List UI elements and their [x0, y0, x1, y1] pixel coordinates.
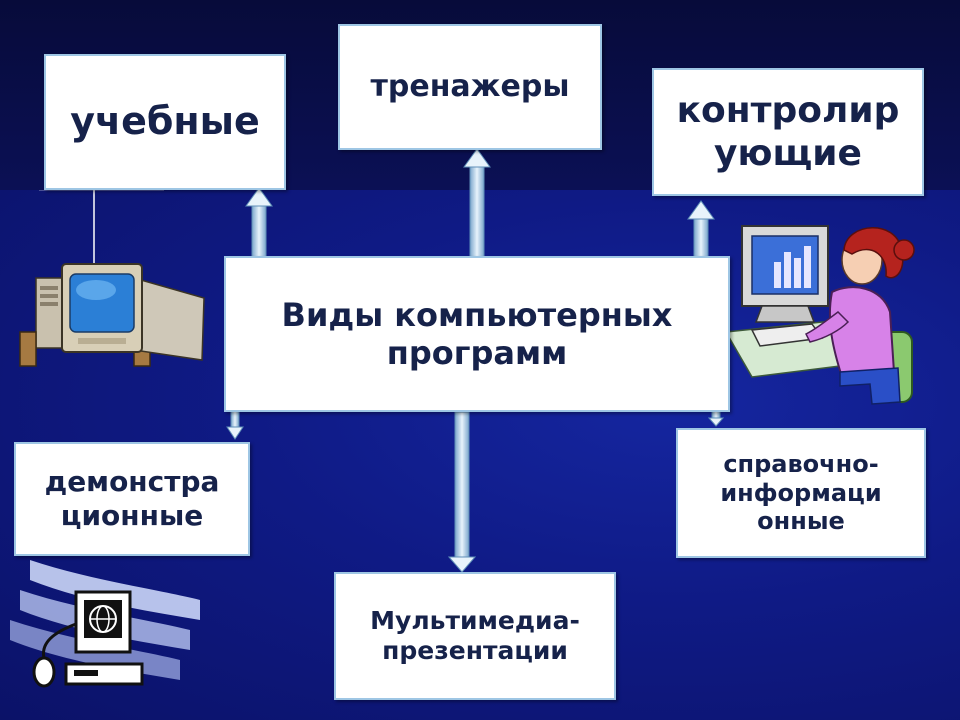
node-trainers: тренажеры — [338, 24, 602, 150]
node-controlling-label: контролир ующие — [676, 89, 900, 174]
person-at-computer-icon — [724, 225, 915, 405]
arrow-to-educational — [245, 187, 273, 258]
node-educational-label: учебные — [70, 99, 260, 144]
node-reference: справочно-информаци онные — [676, 428, 926, 558]
retro-computer-icon — [10, 560, 200, 688]
arrow-to-reference — [707, 409, 725, 427]
node-controlling: контролир ующие — [652, 68, 924, 196]
arrow-to-demonstration — [226, 409, 244, 440]
node-demonstration: демонстра ционные — [14, 442, 250, 556]
node-multimedia-label: Мультимедиа-презентации — [370, 606, 580, 665]
node-center-label: Виды компьютерных программ — [281, 295, 673, 372]
node-demonstration-label: демонстра ционные — [44, 465, 220, 532]
node-center: Виды компьютерных программ — [224, 256, 730, 412]
desktop-computer-icon — [19, 190, 205, 367]
node-multimedia: Мультимедиа-презентации — [334, 572, 616, 700]
arrow-to-trainers — [463, 148, 491, 259]
node-trainers-label: тренажеры — [370, 69, 570, 104]
node-reference-label: справочно-информаци онные — [720, 449, 882, 536]
arrow-to-controlling — [687, 200, 715, 259]
node-educational: учебные — [44, 54, 286, 190]
arrow-to-multimedia — [447, 411, 477, 573]
